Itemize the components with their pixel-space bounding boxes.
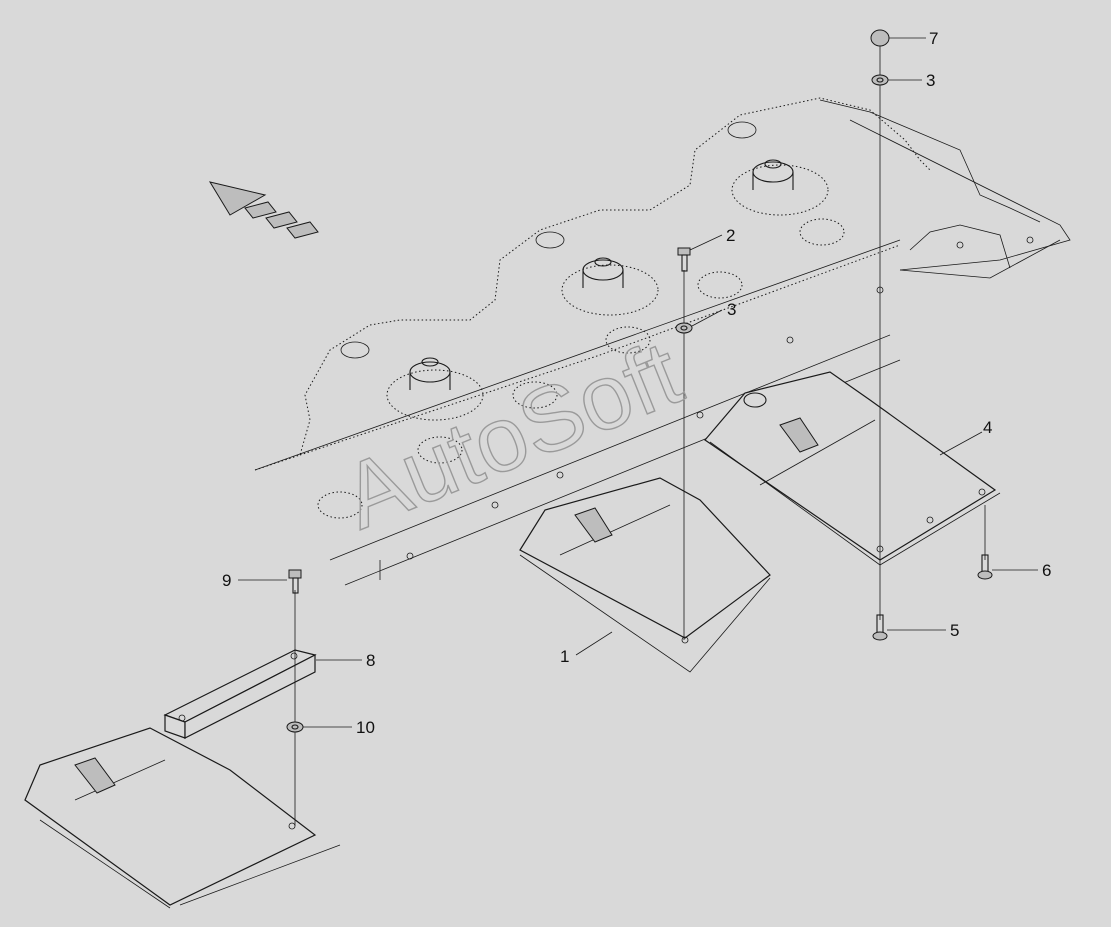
bolt-9 [288, 569, 302, 594]
callout-3-upper: 3 [926, 71, 935, 90]
nut-7 [870, 29, 890, 47]
wear-bar-8 [163, 649, 317, 739]
washer-10 [286, 721, 304, 733]
callout-3-lower: 3 [727, 300, 736, 319]
washer-3-lower [675, 322, 693, 334]
lower-skid-plate [24, 727, 341, 909]
cutter-bar [254, 97, 1071, 586]
skid-plate-4 [704, 371, 1001, 566]
bearing-rings [317, 218, 845, 519]
callout-2: 2 [726, 226, 735, 245]
skid-plate-1 [519, 477, 771, 673]
callout-7: 7 [929, 29, 938, 48]
callout-9: 9 [222, 571, 231, 590]
washer-3-upper [871, 74, 889, 86]
disc-hub-3 [731, 159, 829, 216]
bolt-6 [977, 554, 993, 580]
callout-5: 5 [950, 621, 959, 640]
travel-direction-arrow-icon [208, 181, 319, 239]
callout-1: 1 [560, 647, 569, 666]
bolt-2 [677, 247, 691, 272]
callout-4: 4 [983, 418, 992, 437]
disc-hub-1 [386, 357, 484, 421]
callout-6: 6 [1042, 561, 1051, 580]
leader-lines [238, 37, 1038, 728]
disc-hub-2 [561, 257, 659, 316]
callout-8: 8 [366, 651, 375, 670]
bolt-5 [872, 614, 888, 641]
callout-10: 10 [356, 718, 375, 737]
